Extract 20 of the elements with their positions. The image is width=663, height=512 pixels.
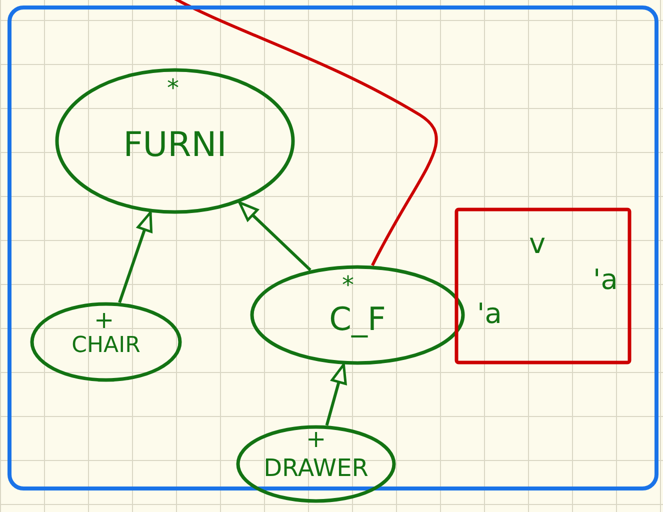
inheritance-arrow — [325, 363, 347, 426]
class-ellipse — [236, 425, 396, 503]
attribute-label: 'a — [477, 300, 502, 328]
class-name: C_F — [328, 303, 387, 335]
attribute-label: v — [529, 230, 546, 258]
class-name: FURNI — [122, 128, 228, 162]
multiplicity-mark: * — [167, 76, 179, 100]
multiplicity-mark: + — [94, 308, 114, 332]
inheritance-arrow — [118, 211, 152, 304]
multiplicity-mark: + — [306, 427, 326, 451]
multiplicity-mark: * — [342, 273, 354, 297]
class-ellipse — [250, 265, 465, 365]
attribute-box — [455, 208, 631, 364]
class-ellipse — [55, 68, 295, 214]
attribute-label: 'a — [593, 266, 618, 294]
inheritance-arrow — [238, 201, 312, 272]
class-name: DRAWER — [262, 456, 370, 480]
class-ellipse — [30, 302, 182, 382]
frame-box — [8, 6, 658, 490]
class-name: CHAIR — [70, 335, 142, 357]
